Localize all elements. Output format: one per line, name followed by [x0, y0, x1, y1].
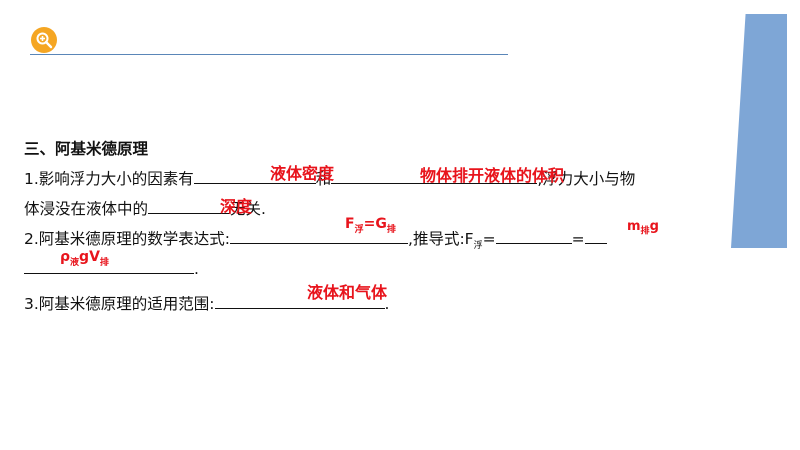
- question-1-line-2: 体浸没在液体中的 无关.: [24, 199, 266, 219]
- q2-answer-1-sub: 浮: [354, 224, 364, 235]
- q1-text-a: 1.影响浮力大小的因素有: [24, 170, 194, 188]
- q2-answer-2: m排g: [627, 219, 659, 237]
- q2-answer-2-sub: 排: [640, 226, 650, 237]
- q2-text-b: ,推导式:F: [408, 230, 474, 248]
- q2-text-b-sub: 浮: [473, 241, 483, 252]
- q2-answer-3-sub2: 排: [99, 257, 109, 268]
- q1-text-b: 和: [315, 170, 332, 188]
- q2-blank-3: [584, 229, 607, 244]
- q2-blank-1: [230, 229, 409, 244]
- q1-blank-3: [148, 199, 231, 214]
- q1-blank-2: [331, 169, 538, 184]
- q1-answer-2: 物体排开液体的体积: [420, 166, 565, 185]
- q2-text-a: 2.阿基米德原理的数学表达式:: [24, 230, 231, 248]
- q2-answer-1: F浮=G排: [345, 216, 396, 235]
- q2-answer-2-end: g: [649, 219, 659, 234]
- q2-answer-3-rho: ρ: [60, 249, 71, 265]
- q1-blank-1: [193, 169, 316, 184]
- q3-answer-1: 液体和气体: [307, 283, 388, 302]
- question-3-line: 3.阿基米德原理的适用范围:.: [24, 294, 389, 314]
- q1-text-e: 无关.: [230, 200, 266, 218]
- q1-answer-3: 深度: [220, 197, 253, 216]
- q1-text-d: 体浸没在液体中的: [24, 200, 149, 218]
- q1-text-c: ,浮力大小与物: [537, 170, 636, 188]
- question-2-line-1: 2.阿基米德原理的数学表达式:,推导式:F浮==: [24, 229, 607, 256]
- q2-text-e: .: [194, 260, 199, 278]
- zoom-in-icon: [31, 27, 57, 53]
- q2-answer-3: ρ液gV排: [60, 249, 109, 268]
- header-divider: [30, 54, 508, 55]
- q2-answer-1-sub2: 排: [386, 224, 396, 235]
- section-title: 三、阿基米德原理: [24, 140, 149, 158]
- q2-blank-4: [24, 259, 194, 274]
- q2-blank-2: [495, 229, 572, 244]
- q2-answer-1-main: F: [345, 216, 355, 232]
- q2-text-d: =: [571, 230, 585, 248]
- q3-text-b: .: [384, 295, 390, 313]
- decorative-side-bar: [731, 14, 787, 248]
- question-1-line-1: 1.影响浮力大小的因素有 和 ,浮力大小与物: [24, 169, 635, 189]
- question-2-line-2: .: [24, 259, 199, 279]
- q2-answer-2-main: m: [627, 219, 641, 234]
- q2-answer-3-sub: 液: [70, 257, 80, 268]
- q2-text-c: =: [482, 230, 496, 248]
- magnifier-icon: [36, 32, 53, 49]
- q2-answer-1-mid: =G: [363, 216, 387, 232]
- q3-text-a: 3.阿基米德原理的适用范围:: [24, 295, 215, 313]
- q2-answer-3-mid: gV: [79, 249, 100, 265]
- q1-answer-1: 液体密度: [270, 164, 335, 183]
- q3-blank-1: [214, 294, 385, 309]
